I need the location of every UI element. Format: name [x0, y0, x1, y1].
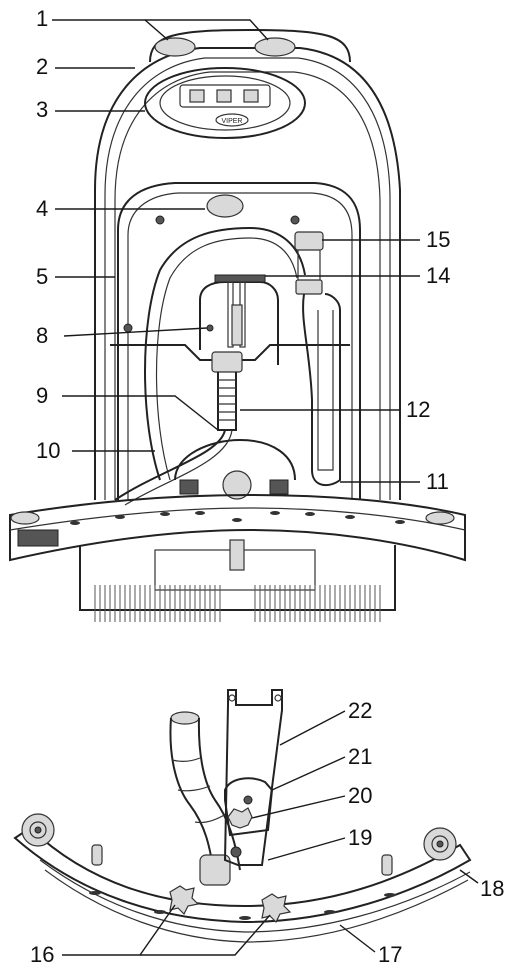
brush-bristles	[94, 585, 381, 622]
callout-20: 20	[348, 783, 373, 808]
panel-buttons	[179, 84, 271, 108]
callout-22: 22	[348, 698, 373, 723]
handle-grip-left	[154, 37, 196, 57]
callout-18: 18	[480, 876, 505, 901]
callout-4: 4	[36, 196, 49, 221]
callout-3: 3	[36, 97, 49, 122]
callout-21: 21	[348, 744, 373, 769]
callout-8: 8	[36, 323, 49, 348]
leader-lines	[52, 19, 479, 956]
cap-top	[294, 231, 324, 251]
callout-1: 1	[36, 6, 49, 31]
machine-rear-view: VIPER	[9, 28, 466, 622]
mount-bracket	[223, 689, 283, 866]
callout-16: 16	[30, 942, 55, 967]
callout-2: 2	[36, 54, 49, 79]
panel-logo: VIPER	[221, 118, 242, 125]
callout-11: 11	[426, 469, 449, 494]
callout-5: 5	[36, 264, 49, 289]
squeegee-bar-top	[9, 493, 466, 562]
indicator-window	[206, 194, 244, 218]
float-top	[214, 274, 266, 283]
callout-17: 17	[378, 942, 403, 967]
handle-grip-right	[254, 37, 296, 57]
control-panel	[144, 67, 306, 139]
squeegee-assembly-view	[13, 689, 472, 943]
callout-10: 10	[36, 438, 61, 463]
callout-9: 9	[36, 383, 49, 408]
callout-14: 14	[426, 263, 451, 288]
hose-connector	[211, 351, 243, 373]
squeegee-frame	[13, 826, 472, 924]
callout-15: 15	[426, 227, 451, 252]
callout-12: 12	[406, 397, 431, 422]
callout-19: 19	[348, 825, 373, 850]
